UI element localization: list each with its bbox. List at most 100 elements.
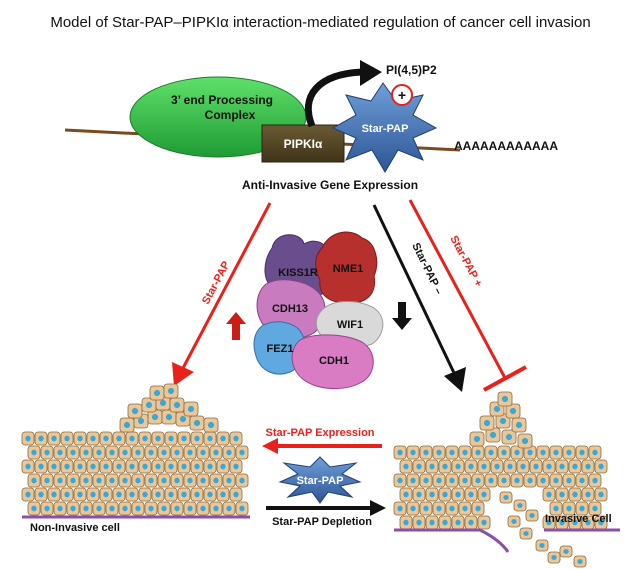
gene-wif1: WIF1 <box>337 319 363 331</box>
cell-nucleus <box>546 463 552 470</box>
cell-nucleus <box>181 463 187 470</box>
cell-nucleus <box>90 435 96 442</box>
cell-nucleus <box>174 477 180 484</box>
cell-nucleus <box>123 421 131 429</box>
cell-nucleus <box>38 491 44 498</box>
cell-nucleus <box>109 505 115 512</box>
cell-nucleus <box>187 405 195 413</box>
cell-nucleus <box>553 505 559 512</box>
cell-nucleus <box>31 449 37 456</box>
figure-title: Model of Star-PAP–PIPKIα interaction-med… <box>50 14 591 31</box>
cell-nucleus <box>592 505 598 512</box>
left-red-arrowhead-icon <box>172 362 194 386</box>
cell-nucleus <box>481 463 487 470</box>
plus-circle-icon <box>391 84 413 106</box>
cell-nucleus <box>527 477 533 484</box>
cell-nucleus <box>226 505 232 512</box>
cell-nucleus <box>455 519 461 526</box>
cell-nucleus <box>566 449 572 456</box>
cell-nucleus <box>193 419 201 427</box>
cell-nucleus <box>455 491 461 498</box>
cell-nucleus <box>523 531 529 536</box>
left-red-arrow <box>180 202 272 371</box>
cell-nucleus <box>585 463 591 470</box>
cell-nucleus <box>200 505 206 512</box>
pipki-box <box>261 124 345 163</box>
cell-nucleus <box>501 477 507 484</box>
cell-nucleus <box>135 449 141 456</box>
cell-nucleus <box>489 431 497 439</box>
cell-nucleus <box>572 491 578 498</box>
cell-nucleus <box>507 463 513 470</box>
gene-fez1: FEZ1 <box>267 343 294 355</box>
cell-nucleus <box>83 505 89 512</box>
cell-nucleus <box>493 405 501 413</box>
cell-nucleus <box>31 477 37 484</box>
cell-nucleus <box>148 449 154 456</box>
star-pap-label: Star-PAP <box>362 123 409 135</box>
cell-nucleus <box>153 389 161 397</box>
cell-nucleus <box>511 519 517 524</box>
cell-nucleus <box>187 449 193 456</box>
cell-nucleus <box>116 491 122 498</box>
cell-nucleus <box>468 491 474 498</box>
cell-nucleus <box>520 463 526 470</box>
cell-nucleus <box>403 519 409 526</box>
cell-nucleus <box>403 463 409 470</box>
cell-nucleus <box>546 519 552 526</box>
cell-nucleus <box>25 491 31 498</box>
cell-nucleus <box>509 407 517 415</box>
cell-nucleus <box>468 519 474 526</box>
cell-nucleus <box>436 505 442 512</box>
cell-nucleus <box>529 513 535 518</box>
cell-nucleus <box>515 421 523 429</box>
cell-nucleus <box>397 505 403 512</box>
cell-nucleus <box>129 491 135 498</box>
cell-nucleus <box>429 491 435 498</box>
cell-nucleus <box>194 491 200 498</box>
cell-nucleus <box>122 477 128 484</box>
cell-nucleus <box>200 477 206 484</box>
cell-nucleus <box>96 449 102 456</box>
cell-nucleus <box>579 505 585 512</box>
cell-nucleus <box>481 519 487 526</box>
gene-nme1: NME1 <box>333 263 364 275</box>
cdh1-protein <box>291 334 374 389</box>
cell-nucleus <box>410 505 416 512</box>
cell-nucleus <box>151 413 159 421</box>
cell-nucleus <box>174 449 180 456</box>
cell-nucleus <box>539 543 545 548</box>
cell-nucleus <box>563 549 569 554</box>
cell-nucleus <box>239 505 245 512</box>
cell-nucleus <box>429 463 435 470</box>
cell-nucleus <box>527 449 533 456</box>
cell-nucleus <box>96 505 102 512</box>
cell-nucleus <box>598 463 604 470</box>
cell-nucleus <box>505 433 513 441</box>
cell-nucleus <box>598 519 604 526</box>
cell-nucleus <box>239 449 245 456</box>
cell-nucleus <box>207 463 213 470</box>
cell-nucleus <box>577 559 583 564</box>
cell-nucleus <box>462 477 468 484</box>
cell-nucleus <box>566 505 572 512</box>
cell-nucleus <box>44 477 50 484</box>
cell-nucleus <box>207 421 215 429</box>
cell-nucleus <box>468 463 474 470</box>
cell-nucleus <box>416 463 422 470</box>
cell-nucleus <box>592 449 598 456</box>
cell-nucleus <box>181 491 187 498</box>
cell-nucleus <box>592 477 598 484</box>
cell-nucleus <box>142 491 148 498</box>
cell-nucleus <box>57 505 63 512</box>
cell-nucleus <box>514 449 520 456</box>
cell-nucleus <box>475 477 481 484</box>
center-star-label: Star-PAP <box>297 475 344 487</box>
cell-nucleus <box>423 505 429 512</box>
cell-nucleus <box>517 503 523 508</box>
cell-nucleus <box>200 449 206 456</box>
cell-nucleus <box>70 449 76 456</box>
cell-nucleus <box>129 435 135 442</box>
cell-nucleus <box>585 519 591 526</box>
cell-nucleus <box>83 477 89 484</box>
